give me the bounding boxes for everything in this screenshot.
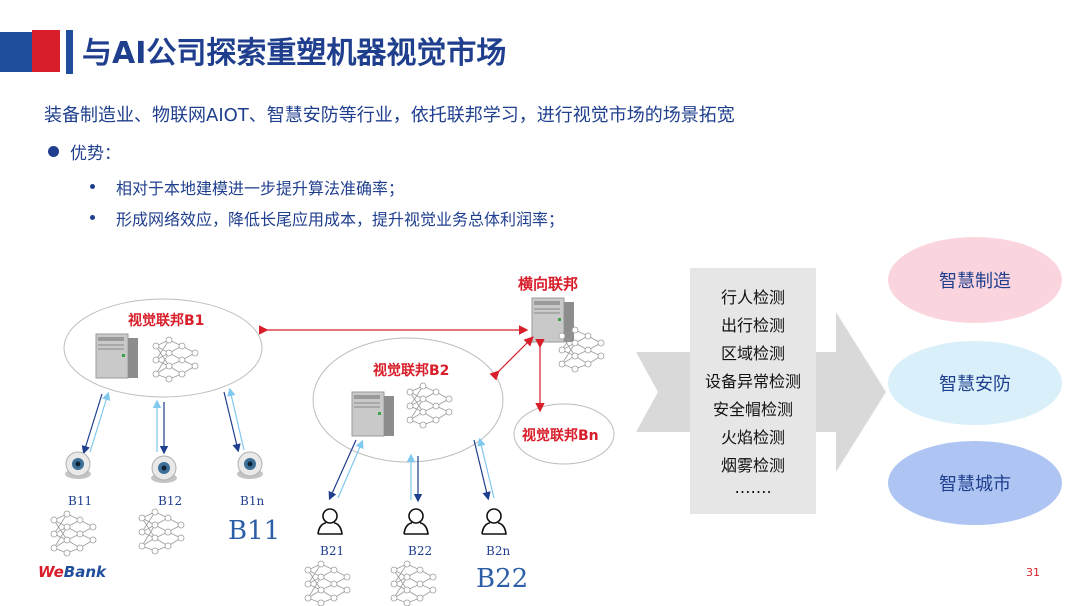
detection-list-box: 行人检测 出行检测 区域检测 设备异常检测 安全帽检测 火焰检测 烟雾检测 ……… bbox=[690, 268, 816, 514]
camera-icon bbox=[236, 451, 264, 480]
person-icon bbox=[481, 508, 507, 535]
neural-net-icon bbox=[304, 560, 351, 606]
horizontal-fed-label: 横向联邦 bbox=[518, 275, 579, 293]
group-label: B22 bbox=[476, 564, 529, 594]
detection-item: 烟雾检测 bbox=[720, 456, 785, 475]
node-label: B12 bbox=[158, 494, 183, 508]
neural-net-icon bbox=[50, 510, 97, 557]
fed-bn-label: 视觉联邦Bn bbox=[522, 428, 599, 444]
camera-icon bbox=[150, 455, 178, 484]
fed-link-arrow bbox=[489, 336, 534, 381]
scenario-city: 智慧城市 bbox=[888, 441, 1062, 525]
bullet-dot-icon bbox=[90, 215, 95, 220]
subtitle: 装备制造业、物联网AIOT、智慧安防等行业，依托联邦学习，进行视觉市场的场景拓宽 bbox=[44, 105, 735, 126]
bullet-dot-icon bbox=[90, 184, 95, 189]
server-icon bbox=[351, 391, 395, 437]
page-title: 与AI公司探索重塑机器视觉市场 bbox=[82, 36, 507, 71]
fed-b1-label: 视觉联邦B1 bbox=[128, 313, 205, 329]
node-label: B1n bbox=[240, 494, 265, 508]
node-label: B11 bbox=[68, 494, 93, 508]
advantage-label: 优势： bbox=[70, 144, 121, 164]
advantage-bullet-icon bbox=[48, 146, 59, 157]
detection-item: 安全帽检测 bbox=[712, 400, 793, 419]
detection-item: ……. bbox=[734, 478, 772, 497]
server-icon bbox=[531, 297, 575, 343]
detection-item: 火焰检测 bbox=[720, 428, 785, 447]
title-accent-red bbox=[32, 30, 62, 72]
detection-item: 区域检测 bbox=[720, 344, 785, 363]
node-label: B2n bbox=[486, 544, 511, 558]
detection-item: 设备异常检测 bbox=[704, 372, 801, 391]
group-label: B11 bbox=[228, 516, 281, 546]
neural-net-icon bbox=[138, 508, 185, 555]
page-number: 31 bbox=[1026, 566, 1040, 579]
camera-icon bbox=[64, 451, 92, 480]
detection-item: 出行检测 bbox=[720, 316, 785, 335]
fed-b2-label: 视觉联邦B2 bbox=[373, 363, 450, 379]
bullet-item: 形成网络效应，降低长尾应用成本，提升视觉业务总体利润率； bbox=[116, 210, 565, 229]
detection-item: 行人检测 bbox=[720, 288, 785, 307]
server-icon bbox=[95, 333, 139, 379]
scenario-security: 智慧安防 bbox=[888, 341, 1062, 425]
title-accent-gap bbox=[60, 30, 66, 74]
title-accent-blue-stripe bbox=[66, 30, 73, 74]
person-icon bbox=[317, 508, 343, 535]
node-label: B22 bbox=[408, 544, 433, 558]
person-icon bbox=[403, 508, 429, 535]
bullet-item: 相对于本地建模进一步提升算法准确率； bbox=[116, 179, 405, 198]
webank-logo: WeBank bbox=[38, 563, 106, 581]
fed-bn-ellipse bbox=[513, 403, 615, 465]
neural-net-icon bbox=[390, 560, 437, 606]
scenario-manufacturing: 智慧制造 bbox=[888, 237, 1062, 323]
node-label: B21 bbox=[320, 544, 345, 558]
